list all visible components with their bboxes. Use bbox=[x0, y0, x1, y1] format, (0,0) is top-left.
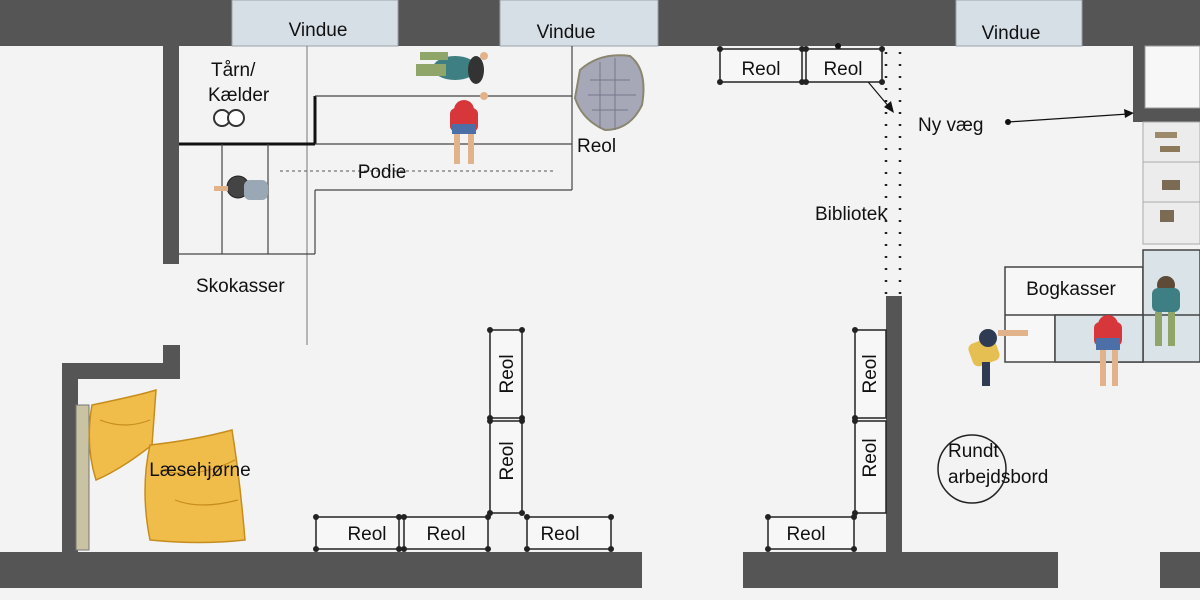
new-wall-dotted bbox=[884, 52, 902, 296]
shelf-vertical-mid-1: Reol bbox=[487, 327, 525, 421]
person-yellow-sitting bbox=[968, 329, 1028, 386]
library-label: Bibliotek bbox=[815, 204, 887, 225]
reading-corner-label: Læsehjørne bbox=[149, 460, 250, 481]
shelf-vertical-library-1-label: Reol bbox=[860, 354, 881, 393]
window-2: Vindue bbox=[499, 0, 659, 47]
beanbag-1 bbox=[88, 388, 157, 482]
shelf-vertical-mid-1-label: Reol bbox=[497, 354, 518, 393]
shelf-bottom-1: Reol bbox=[313, 514, 402, 552]
window-1: Vindue bbox=[231, 0, 399, 47]
podium: Podie bbox=[280, 46, 573, 191]
shoe-boxes-label: Skokasser bbox=[196, 276, 285, 297]
shelf-bottom-library-label: Reol bbox=[786, 524, 825, 545]
shelf-bottom-1-label: Reol bbox=[347, 524, 386, 545]
shelf-vertical-mid-2: Reol bbox=[487, 418, 525, 516]
new-wall-label: Ny væg bbox=[918, 115, 983, 136]
round-table-label-line2: arbejdsbord bbox=[948, 467, 1048, 488]
library-divider-wall bbox=[886, 296, 902, 554]
library-shelving bbox=[1142, 121, 1200, 245]
person-stairs bbox=[214, 175, 268, 200]
shelf-bottom-3-label: Reol bbox=[540, 524, 579, 545]
tower-wall bbox=[163, 46, 179, 264]
bottom-wall bbox=[0, 552, 1200, 588]
person-lying-top bbox=[416, 52, 488, 100]
shelf-top-2: Reol bbox=[803, 46, 885, 85]
shelf-vertical-library-2: Reol bbox=[852, 418, 887, 516]
right-upper-wall bbox=[1133, 45, 1200, 122]
person-red-podium bbox=[450, 100, 478, 164]
person-bookboxes-teal bbox=[1152, 276, 1180, 346]
beanbag-2 bbox=[144, 429, 246, 544]
shelf-bottom-library: Reol bbox=[765, 514, 857, 552]
sculpture-object bbox=[573, 54, 645, 132]
shelf-vertical-library-2-label: Reol bbox=[860, 438, 881, 477]
window-3-label: Vindue bbox=[982, 23, 1041, 44]
tower-label-line2: Kælder bbox=[208, 85, 270, 106]
shelf-vertical-library-1: Reol bbox=[852, 327, 887, 421]
tower-label-line1: Tårn/ bbox=[211, 60, 256, 81]
shelf-bottom-2: Reol bbox=[401, 514, 491, 552]
top-wall bbox=[0, 0, 1200, 46]
person-tower-glasses bbox=[213, 109, 245, 127]
shelf-top-2-label: Reol bbox=[823, 59, 862, 80]
shelf-top-1: Reol bbox=[717, 46, 805, 85]
person-bookboxes-red bbox=[1094, 315, 1122, 386]
shelf-vertical-mid-2-label: Reol bbox=[497, 441, 518, 480]
reading-corner-wall bbox=[62, 345, 180, 553]
round-work-table: Rundt arbejdsbord bbox=[937, 434, 1048, 504]
book-boxes-label: Bogkasser bbox=[1026, 279, 1116, 300]
shoe-boxes-stairs bbox=[179, 142, 316, 255]
reol-label-top-center: Reol bbox=[577, 136, 616, 157]
window-1-label: Vindue bbox=[289, 20, 348, 41]
shelf-top-1-label: Reol bbox=[741, 59, 780, 80]
window-3: Vindue bbox=[955, 0, 1083, 47]
round-table-label-line1: Rundt bbox=[948, 441, 999, 462]
shelf-bottom-3: Reol bbox=[524, 514, 614, 552]
window-2-label: Vindue bbox=[537, 22, 596, 43]
podium-label: Podie bbox=[358, 162, 407, 183]
shelf-bottom-2-label: Reol bbox=[426, 524, 465, 545]
